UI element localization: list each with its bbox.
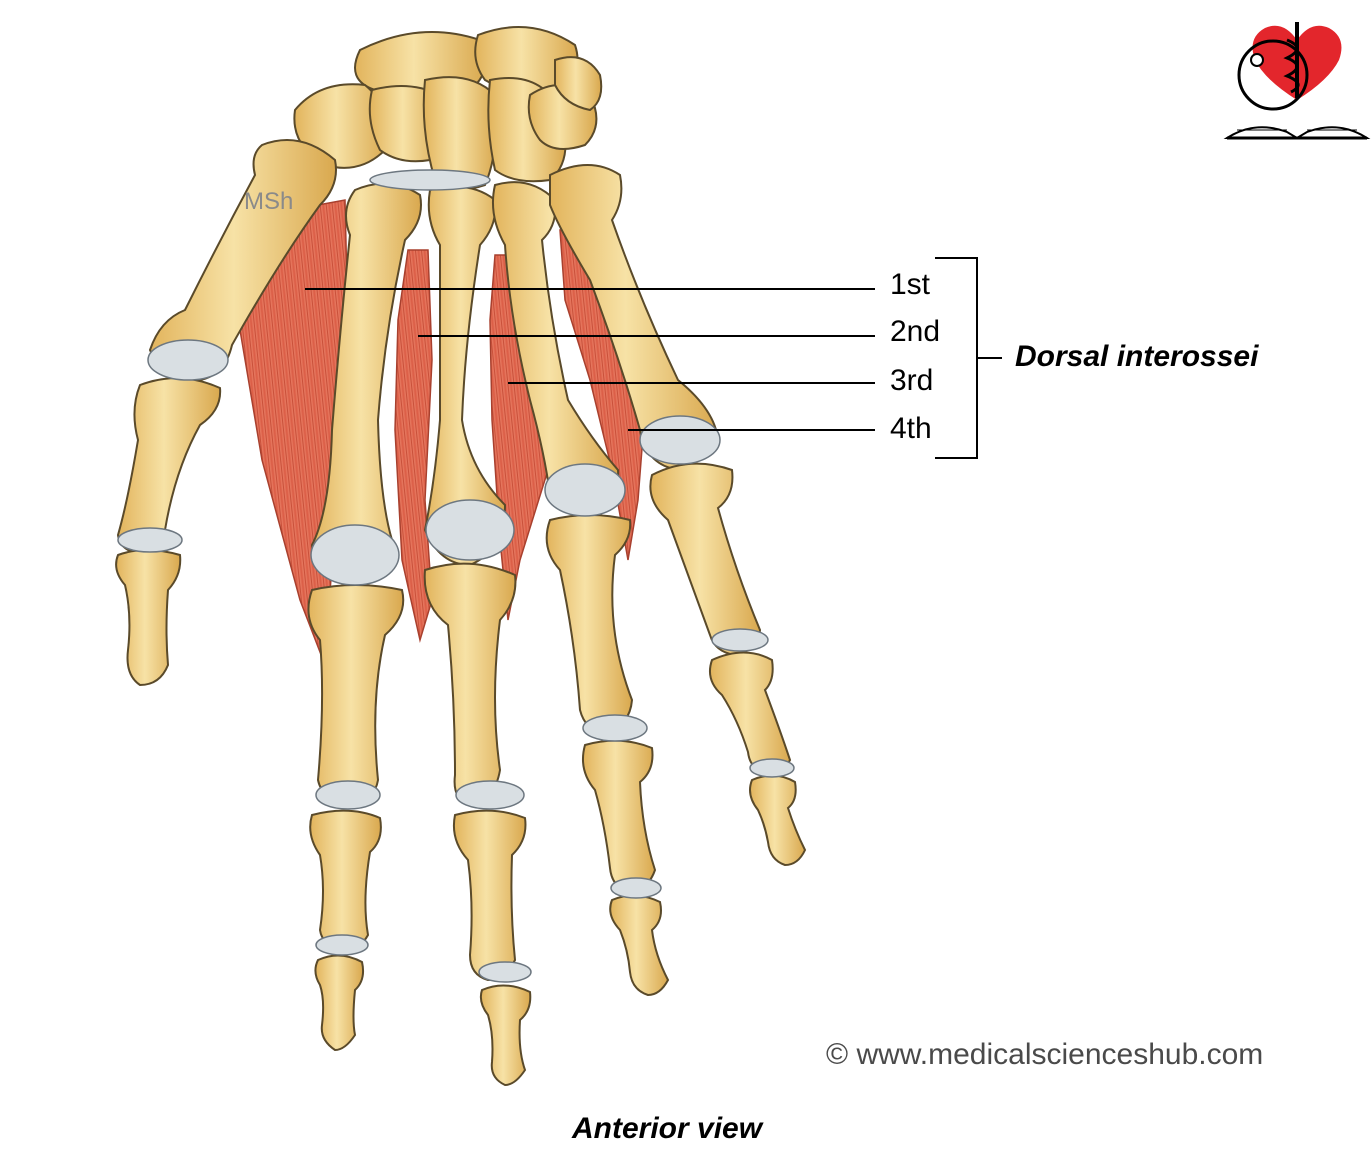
cartilage-index-pip	[315, 780, 381, 810]
group-label-dorsal-interossei: Dorsal interossei	[1015, 340, 1259, 373]
thumb-distal-phalanx	[115, 549, 182, 687]
copyright-notice: © www.medicalscienceshub.com	[826, 1038, 1264, 1071]
watermark-text: MSh	[244, 188, 294, 215]
ring-proximal-phalanx	[545, 514, 634, 737]
cartilage-ring-dip	[610, 877, 662, 899]
index-middle-phalanx	[309, 809, 382, 952]
cartilage-little-dip	[749, 758, 795, 778]
label-bracket	[935, 257, 1002, 459]
middle-finger-bones	[423, 185, 532, 1087]
middle-middle-phalanx	[452, 809, 527, 982]
little-middle-phalanx	[709, 651, 792, 777]
second-dorsal-interosseous	[394, 249, 433, 643]
label-1st: 1st	[890, 268, 931, 301]
thumb-metacarpal	[148, 139, 337, 382]
cartilage-middle-pip	[455, 780, 525, 810]
middle-proximal-phalanx	[423, 562, 517, 807]
thumb-proximal-phalanx	[116, 377, 222, 557]
cartilage-carpometacarpal	[369, 169, 491, 191]
index-proximal-phalanx	[307, 584, 405, 807]
carpal-bones	[293, 26, 603, 190]
cartilage-index-mcp	[310, 524, 400, 586]
cartilage-thumb-mcp	[147, 339, 229, 381]
leader-lines	[305, 288, 875, 431]
little-distal-phalanx	[749, 774, 807, 867]
joint-cartilage	[117, 169, 795, 983]
cartilage-little-pip	[711, 628, 769, 652]
figure-caption: Anterior view	[572, 1112, 763, 1145]
medical-heart-caduceus-book-icon	[1223, 22, 1371, 140]
thumb-bones	[115, 139, 337, 687]
label-4th: 4th	[890, 412, 932, 445]
cartilage-middle-mcp	[425, 499, 515, 561]
cartilage-middle-dip	[478, 961, 532, 983]
little-proximal-phalanx	[649, 462, 762, 657]
ring-finger-bones	[492, 181, 670, 997]
carpal-triquetrum	[554, 56, 603, 112]
index-finger-bones	[307, 182, 422, 1052]
cartilage-little-mcp	[639, 415, 721, 465]
cartilage-ring-mcp	[544, 463, 626, 517]
index-distal-phalanx	[314, 954, 365, 1052]
middle-distal-phalanx	[479, 984, 532, 1087]
carpal-capitate	[422, 76, 498, 190]
cartilage-index-dip	[315, 934, 369, 956]
label-2nd: 2nd	[890, 315, 941, 348]
label-3rd: 3rd	[890, 364, 934, 397]
ring-middle-phalanx	[582, 739, 657, 894]
cartilage-ring-pip	[582, 714, 648, 742]
little-finger-bones	[549, 164, 807, 867]
cartilage-thumb-ip	[117, 527, 183, 553]
ring-distal-phalanx	[609, 894, 670, 997]
